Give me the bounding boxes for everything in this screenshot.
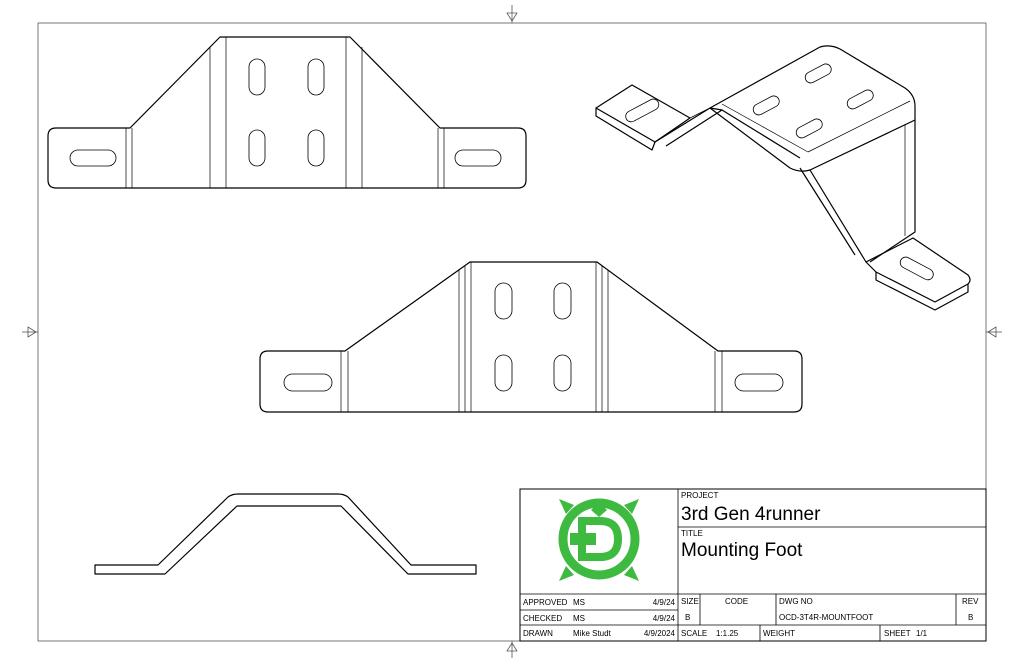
title-block: PROJECT 3rd Gen 4runner TITLE Mounting F… bbox=[519, 488, 987, 642]
approved-label: APPROVED bbox=[523, 598, 568, 607]
slot-hole bbox=[283, 373, 333, 392]
project-label: PROJECT bbox=[681, 491, 718, 500]
drawn-date: 4/9/2024 bbox=[644, 629, 676, 638]
weight-label: WEIGHT bbox=[763, 629, 795, 638]
slot-hole bbox=[553, 354, 572, 392]
slot-hole bbox=[494, 282, 513, 320]
rev-value: B bbox=[968, 613, 973, 622]
checked-date: 4/9/24 bbox=[653, 614, 676, 623]
approved-by: MS bbox=[573, 598, 585, 607]
title-label: TITLE bbox=[681, 529, 703, 538]
slot-hole bbox=[248, 129, 266, 167]
rev-label: REV bbox=[962, 597, 979, 606]
project-name: 3rd Gen 4runner bbox=[681, 504, 821, 525]
checked-by: MS bbox=[573, 614, 585, 623]
ocd-logo-icon bbox=[558, 498, 640, 581]
code-label: CODE bbox=[725, 597, 748, 606]
side-view bbox=[94, 493, 477, 575]
slot-hole bbox=[248, 58, 266, 96]
checked-label: CHECKED bbox=[523, 614, 562, 623]
drawing-title: Mounting Foot bbox=[681, 540, 803, 561]
approved-date: 4/9/24 bbox=[653, 598, 676, 607]
slot-hole bbox=[69, 149, 117, 167]
centering-marks bbox=[22, 5, 1002, 658]
dwg-no-value: OCD-3T4R-MOUNTFOOT bbox=[779, 613, 873, 622]
sheet-value: 1/1 bbox=[916, 629, 928, 638]
sheet-label: SHEET bbox=[884, 629, 911, 638]
drawn-label: DRAWN bbox=[523, 629, 553, 638]
isometric-view bbox=[595, 45, 971, 311]
scale-label: SCALE bbox=[681, 629, 707, 638]
slot-hole bbox=[553, 282, 572, 320]
dwg-no-label: DWG NO bbox=[779, 597, 813, 606]
slot-hole bbox=[494, 354, 513, 392]
top-view bbox=[47, 36, 527, 189]
slot-hole bbox=[307, 129, 325, 167]
slot-hole bbox=[454, 149, 502, 167]
drawn-by: Mike Studt bbox=[573, 629, 612, 638]
slot-hole bbox=[734, 373, 784, 392]
size-label: SIZE bbox=[681, 597, 699, 606]
scale-value: 1:1.25 bbox=[716, 629, 739, 638]
size-value: B bbox=[685, 613, 690, 622]
slot-hole bbox=[307, 58, 325, 96]
front-view bbox=[259, 261, 803, 413]
